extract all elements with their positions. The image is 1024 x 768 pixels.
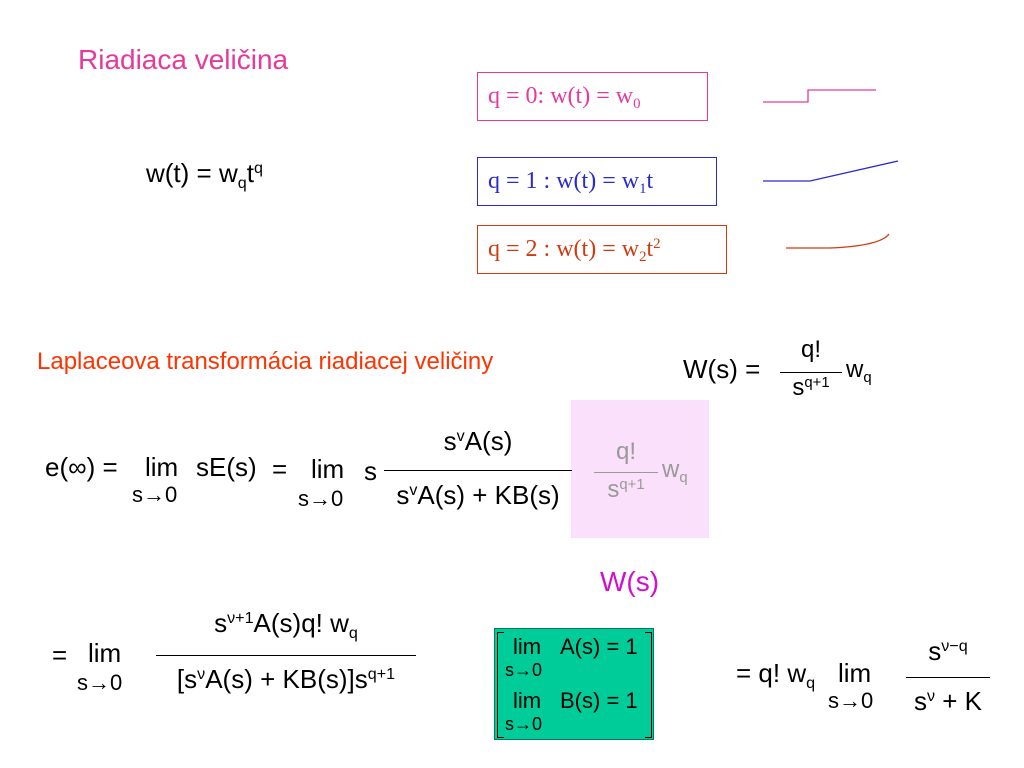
eq3-lim-sub: s→0	[828, 688, 874, 713]
eq2-num-post: A(s)q! w	[253, 608, 349, 638]
wdef-sup: q	[253, 159, 263, 178]
case-q2-text: q = 2 : w(t) = w	[488, 236, 640, 262]
eq3-lhs-text: = q! w	[736, 658, 807, 688]
eq3-den-post: + K	[935, 686, 983, 716]
eq1-hl-w-sub: q	[679, 470, 688, 487]
eq1-hl-w-letter: w	[662, 456, 680, 483]
eq2-den-sup: ν	[197, 665, 206, 684]
eq1-lim2: lim	[311, 454, 345, 484]
eq3-den-sup: ν	[926, 687, 936, 706]
case-q2-tail: t	[646, 236, 654, 262]
case-q1-tail: t	[646, 168, 654, 194]
cond-lim2: lim	[513, 688, 542, 713]
eq3-lhs-sub: q	[806, 673, 816, 692]
eq3-num-s: s	[928, 636, 942, 666]
eq2-den-mid: A(s) + KB(s)]s	[205, 664, 368, 694]
wdef-lhs: w(t) = w	[146, 158, 238, 188]
slide-title: Riadiaca veličina	[78, 44, 289, 75]
case-q1-sub: 1	[639, 181, 647, 198]
eq1-den-post: A(s) + KB(s)	[417, 480, 560, 510]
eq3-num-sup: ν−q	[941, 637, 968, 656]
laplace-num: q!	[800, 336, 821, 363]
eq1-den-s: s	[396, 480, 410, 510]
eq1-lhs: e(∞) =	[45, 452, 118, 482]
eq2-eq: =	[52, 640, 68, 670]
cond-expr2: B(s) = 1	[560, 688, 638, 713]
eq1-hl-num: q!	[615, 438, 636, 465]
eq1-frac-bar	[384, 470, 572, 471]
laplace-den-sup: q+1	[804, 374, 830, 391]
case-q1-box: q = 1 : w(t) = w1t	[477, 157, 717, 206]
cond-bracket-left	[497, 632, 504, 738]
eq1-den: svA(s) + KB(s)	[378, 480, 578, 511]
eq3-den: sν + K	[900, 686, 996, 717]
laplace-heading: Laplaceova transformácia riadiacej velič…	[37, 348, 494, 375]
eq1-hl-den: sq+1	[590, 476, 662, 504]
case-q0-sub: 0	[633, 96, 641, 113]
laplace-den-s: s	[792, 374, 805, 401]
eq2-lim: lim	[88, 638, 122, 668]
cond-bracket-right	[645, 632, 652, 738]
cond-lim1: lim	[513, 634, 542, 659]
eq1-lim: lim	[145, 452, 179, 482]
eq1-hl-den-sup: q+1	[619, 476, 645, 493]
laplace-lhs: W(s) =	[683, 354, 761, 384]
eq2-den-pre: [s	[176, 664, 198, 694]
case-q2-sub: 2	[639, 249, 647, 266]
eq3-lim: lim	[838, 658, 872, 688]
case-q1-text: q = 1 : w(t) = w	[488, 168, 640, 194]
wdef-sub: q	[237, 173, 247, 192]
eq3-den-s: s	[913, 686, 927, 716]
cond-lim2-sub: s→0	[505, 714, 543, 734]
eq1-mid: sE(s)	[196, 452, 257, 482]
case-q0-text: q = 0: w(t) = w	[488, 83, 634, 109]
laplace-w-sub: q	[863, 370, 872, 387]
laplace-w-letter: w	[846, 356, 864, 383]
cond-expr1: A(s) = 1	[560, 634, 638, 659]
eq2-lim-sub: s→0	[77, 670, 123, 695]
eq1-den-sup: v	[409, 481, 418, 500]
eq1-num: svA(s)	[384, 426, 572, 457]
eq2-den-sup2: q+1	[367, 665, 396, 684]
laplace-frac-bar	[780, 372, 842, 373]
eq1-num-sup: v	[456, 427, 465, 446]
eq1-lim2-sub: s→0	[298, 486, 344, 511]
setpoint-definition: w(t) = wqtq	[146, 158, 263, 192]
eq2-frac-bar	[156, 655, 416, 656]
laplace-w: wq	[846, 356, 872, 387]
cond-lim1-sub: s→0	[505, 660, 543, 680]
eq1-hl-den-s: s	[607, 476, 620, 503]
Ws-label: W(s)	[600, 566, 660, 597]
case-q2-sup: 2	[653, 235, 661, 252]
case-q0-box: q = 0: w(t) = w0	[477, 72, 708, 121]
case-q2-box: q = 2 : w(t) = w2t2	[477, 225, 727, 274]
wdef-t: t	[246, 158, 254, 188]
eq2-den: [sνA(s) + KB(s)]sq+1	[148, 664, 424, 695]
eq1-hl-w: wq	[662, 456, 688, 487]
eq1-num-post: A(s)	[464, 426, 513, 456]
eq1-hl-frac-bar	[594, 472, 658, 473]
eq2-num-sub: q	[348, 623, 358, 642]
eq2-num-sup: ν+1	[227, 609, 254, 628]
eq2-num: sν+1A(s)q! wq	[156, 608, 416, 642]
condition-box	[494, 628, 654, 740]
eq3-lhs: = q! wq	[736, 658, 816, 692]
eq1-eq: =	[272, 454, 288, 484]
eq1-lim-sub: s→0	[132, 482, 178, 507]
eq3-num: sν−q	[906, 636, 990, 667]
highlight-box	[571, 400, 709, 538]
eq1-num-s: s	[443, 426, 457, 456]
laplace-den: sq+1	[776, 374, 846, 402]
eq2-num-s: s	[214, 608, 228, 638]
eq3-frac-bar	[906, 677, 990, 678]
eq1-s: s	[364, 456, 377, 486]
